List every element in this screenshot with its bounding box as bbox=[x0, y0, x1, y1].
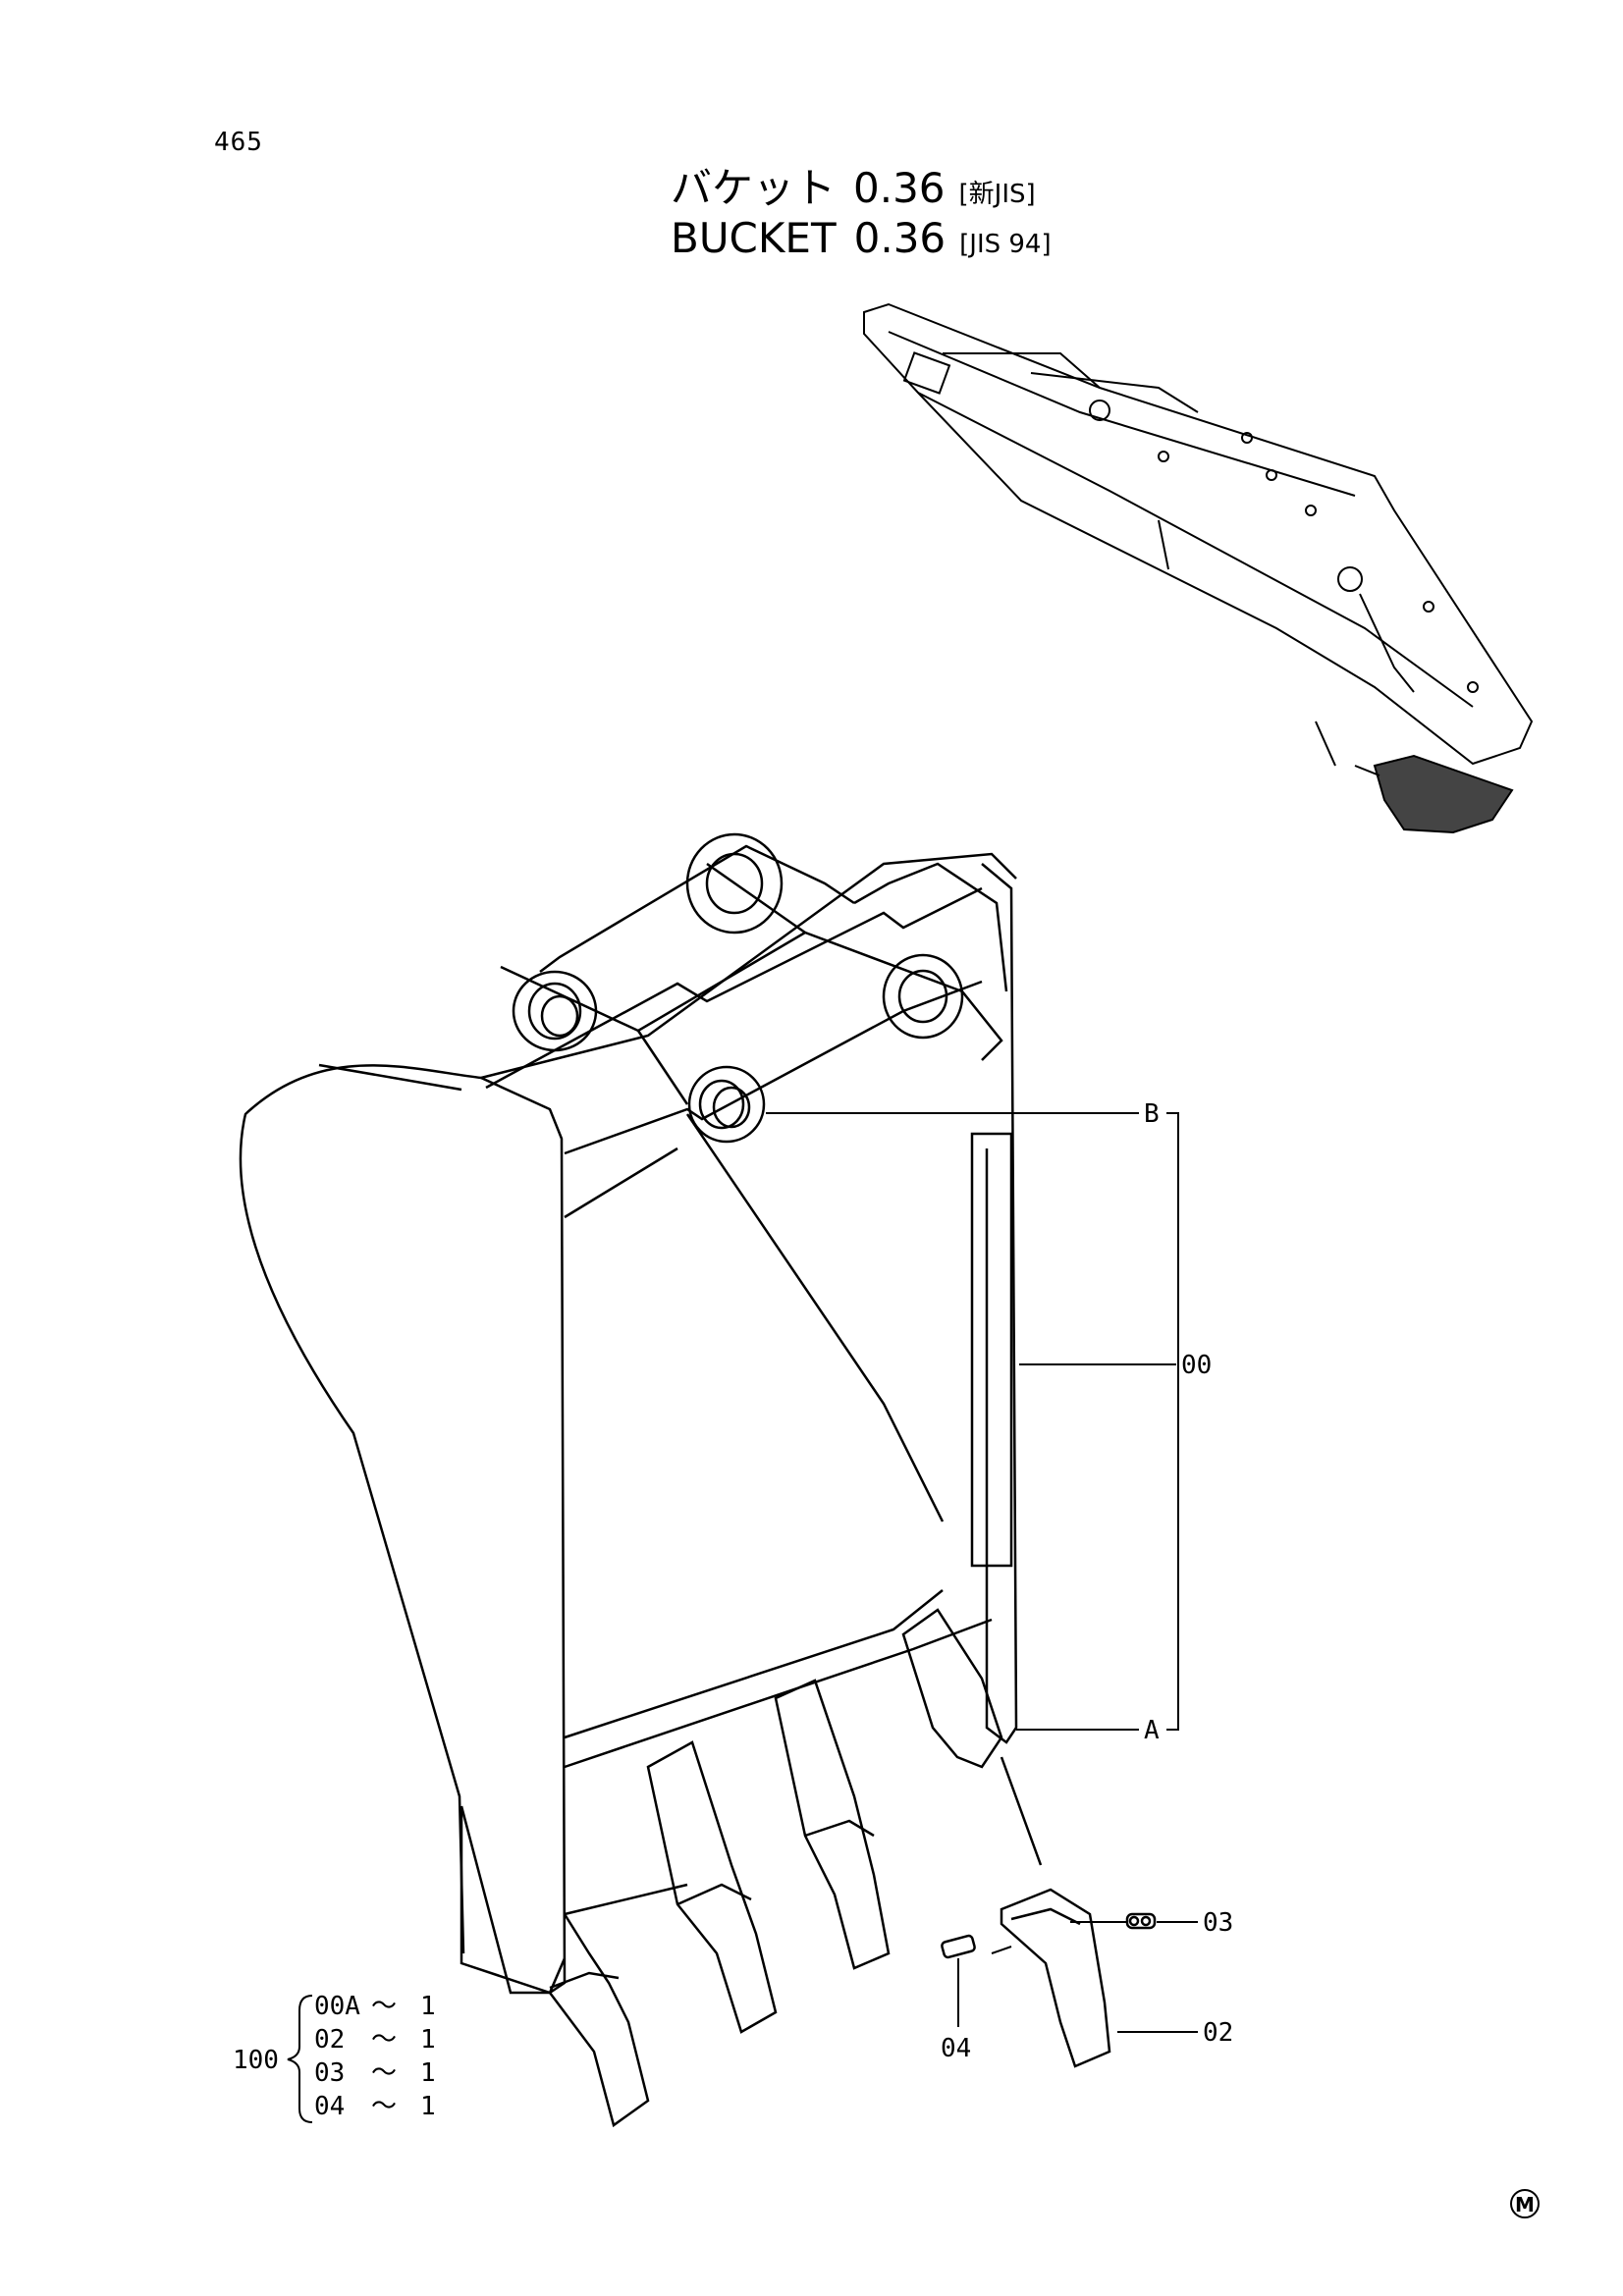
left-side-plate bbox=[460, 1076, 567, 1995]
kit-item-sep: 〜 bbox=[371, 2058, 397, 2088]
pin-04 bbox=[941, 1934, 976, 1959]
bucket-shell-outline bbox=[239, 1064, 482, 1954]
title-en-name: BUCKET bbox=[671, 214, 837, 262]
kit-item-qty: 1 bbox=[420, 2092, 436, 2121]
callout-03: 03 bbox=[1203, 1908, 1233, 1938]
kit-item-sep: 〜 bbox=[371, 2092, 397, 2121]
kit-item-part: 00A bbox=[314, 1992, 360, 2021]
title-jp-standard: [新JIS] bbox=[958, 180, 1036, 209]
title-japanese: バケット 0.36 [新JIS] bbox=[671, 155, 1036, 215]
title-en-standard: [JIS 94] bbox=[959, 230, 1052, 259]
kit-number: 100 bbox=[233, 2046, 279, 2075]
excavator-arm-locator bbox=[863, 302, 1534, 834]
bucket-tooth-3 bbox=[774, 1679, 891, 1970]
manual-mark: M bbox=[1515, 2193, 1535, 2216]
title-jp-value: 0.36 bbox=[853, 164, 946, 212]
kit-item-sep: 〜 bbox=[371, 2025, 397, 2055]
callout-00: 00 bbox=[1181, 1351, 1212, 1380]
callout-02: 02 bbox=[1203, 2018, 1233, 2048]
kit-item-qty: 1 bbox=[420, 2058, 436, 2088]
tooth-point-02 bbox=[1000, 1888, 1111, 2068]
kit-item-qty: 1 bbox=[420, 1992, 436, 2021]
pin-boss-4 bbox=[687, 1065, 766, 1144]
right-side-plate bbox=[981, 863, 1018, 1744]
kit-item-part: 03 bbox=[314, 2058, 345, 2088]
kit-item-sep: 〜 bbox=[371, 1992, 397, 2021]
pin-boss-2 bbox=[512, 970, 598, 1052]
callout-04: 04 bbox=[941, 2034, 971, 2063]
title-english: BUCKET 0.36 [JIS 94] bbox=[671, 214, 1052, 262]
title-en-value: 0.36 bbox=[853, 214, 947, 262]
kit-list: 00A 〜 1 02 〜 1 03 〜 1 04 〜 1 bbox=[314, 1992, 436, 2121]
page-number: 465 bbox=[214, 128, 263, 157]
pin-boss-3 bbox=[882, 953, 964, 1040]
side-wear-strip bbox=[970, 1132, 1013, 1568]
title-jp-name: バケット bbox=[671, 164, 837, 212]
bucket-drawing bbox=[239, 832, 1157, 2128]
bucket-tooth-2 bbox=[646, 1740, 778, 2034]
kit-item-qty: 1 bbox=[420, 2025, 436, 2055]
bucket-tooth-4 bbox=[901, 1608, 1043, 1866]
callout-A: A bbox=[1144, 1716, 1160, 1745]
bucket-tooth-1 bbox=[548, 1913, 650, 2128]
lock-03 bbox=[1125, 1912, 1157, 1930]
callout-leaders bbox=[287, 1112, 1540, 2218]
callout-B: B bbox=[1144, 1099, 1160, 1129]
kit-item-part: 04 bbox=[314, 2092, 345, 2121]
kit-item-part: 02 bbox=[314, 2025, 345, 2055]
